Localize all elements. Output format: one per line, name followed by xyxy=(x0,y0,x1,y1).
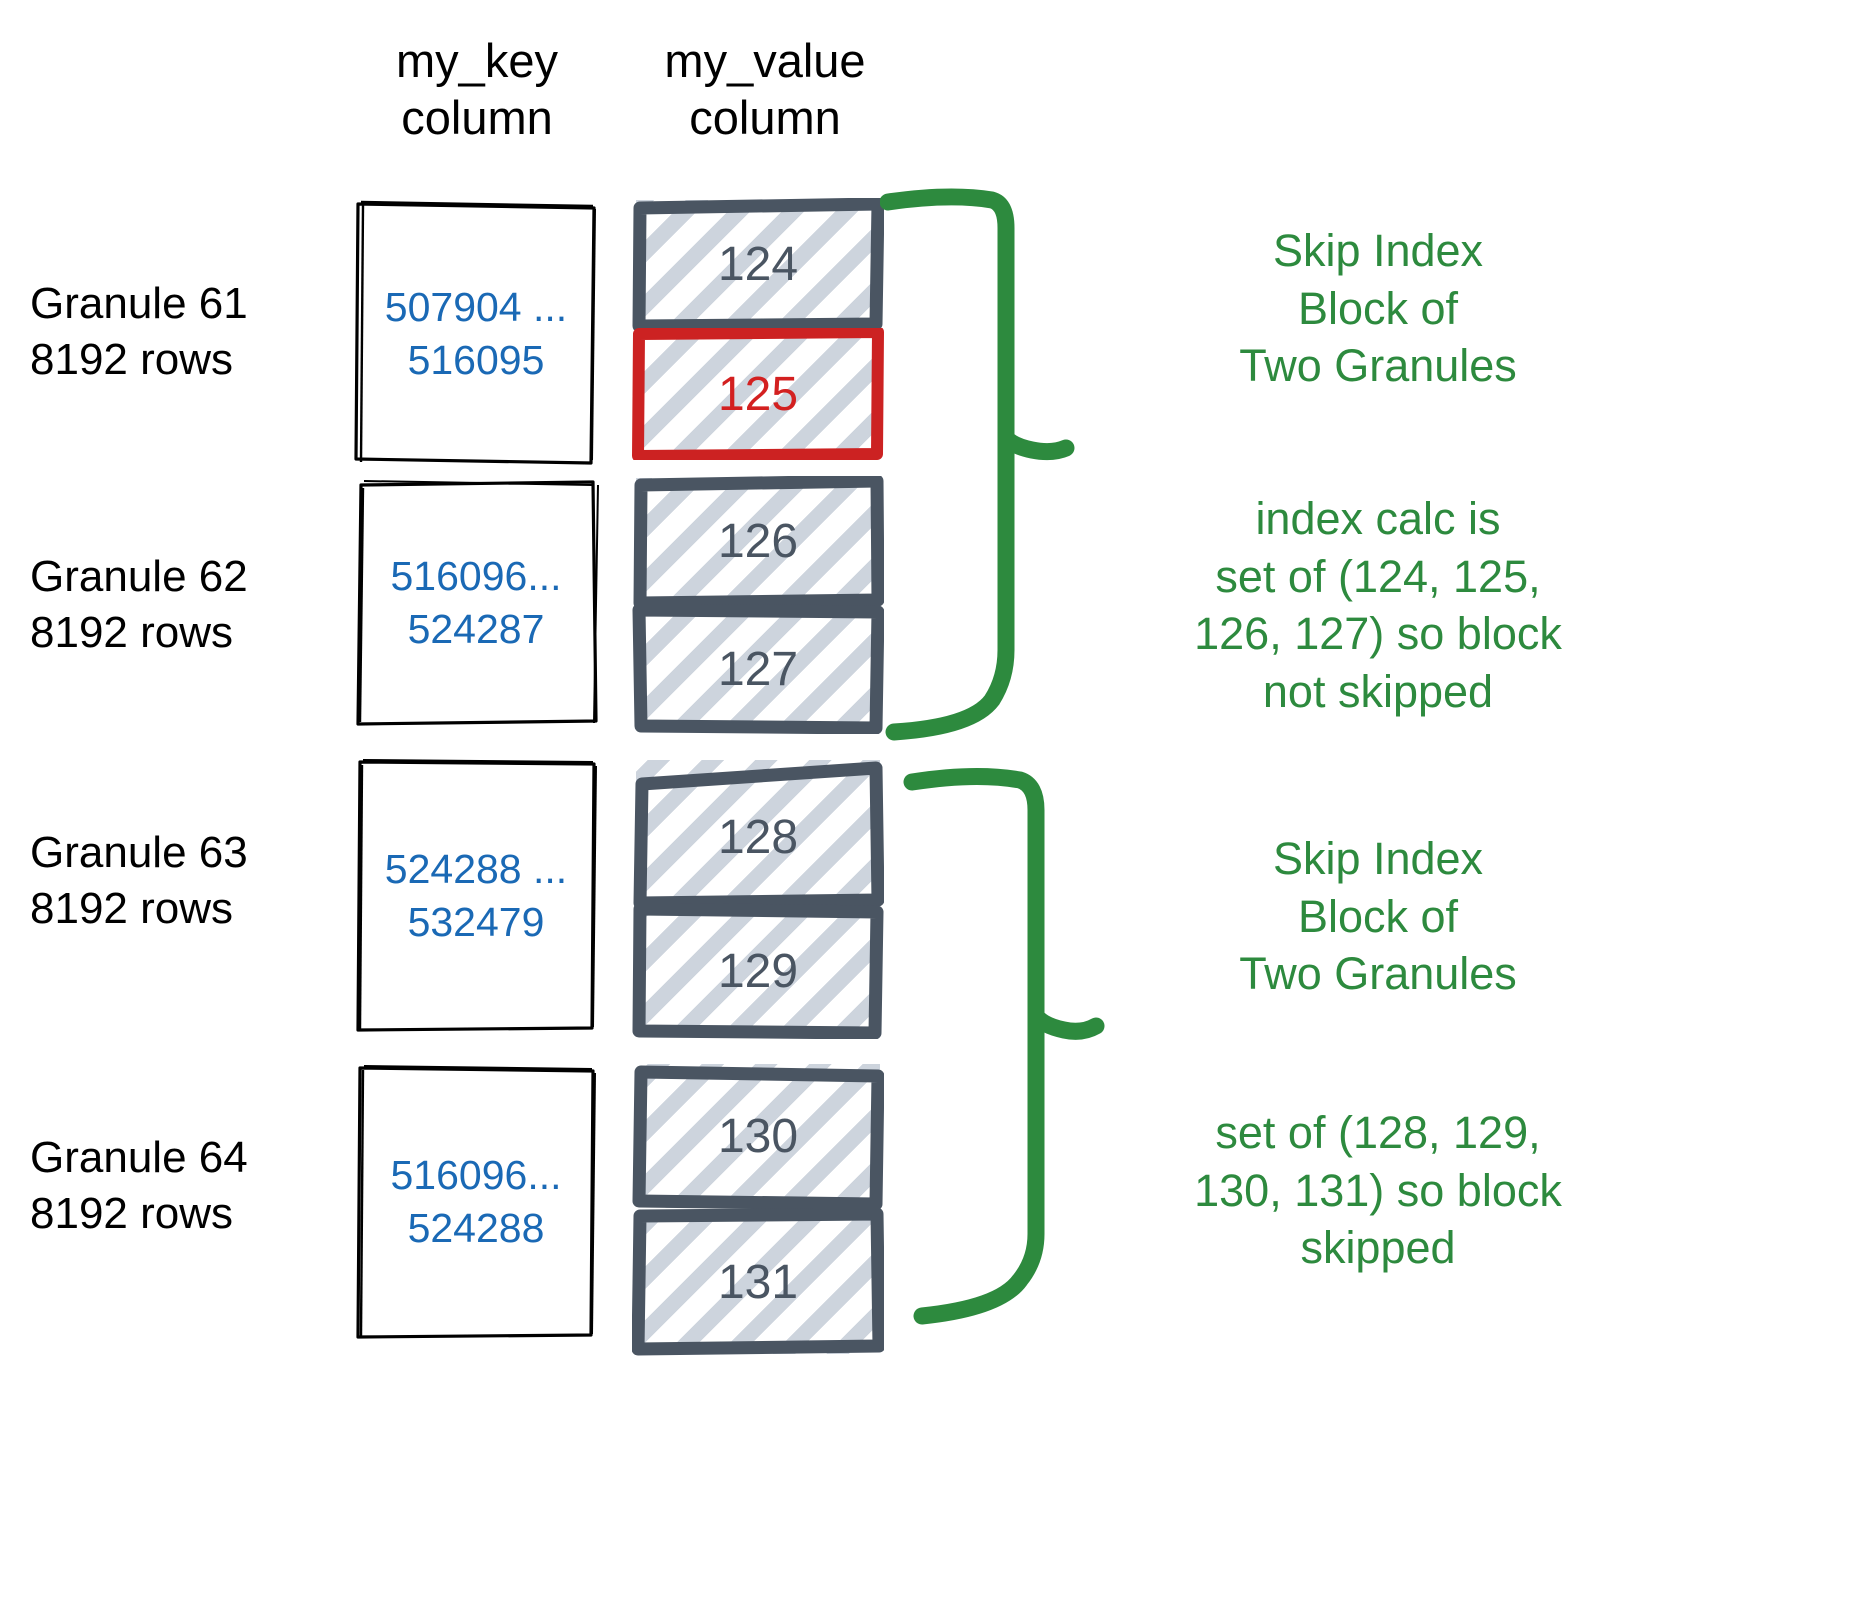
granule-label-62: Granule 62 8192 rows xyxy=(30,552,248,658)
value-cell-131: 131 xyxy=(632,1208,884,1356)
column-header-my-key: my_key column xyxy=(396,34,558,145)
key-cell-granule-64: 516096... 524288 xyxy=(352,1063,600,1341)
value-label: 130 xyxy=(717,1109,799,1163)
note-skip-index-block-1: Skip Index Block of Two Granules xyxy=(1239,225,1517,392)
value-cell-127: 127 xyxy=(632,604,884,734)
key-cell-granule-61: 507904 ... 516095 xyxy=(352,200,600,468)
column-header-my-value: my_value column xyxy=(664,34,866,145)
value-cell-128: 128 xyxy=(632,758,884,906)
note-index-calc-skipped: set of (128, 129, 130, 131) so block ski… xyxy=(1194,1107,1562,1274)
skip-index-bracket-1 xyxy=(880,188,1075,741)
value-cell-130: 130 xyxy=(632,1062,884,1210)
value-cell-126: 126 xyxy=(632,476,884,606)
value-label: 129 xyxy=(717,944,799,998)
key-cell-granule-63: 524288 ... 532479 xyxy=(352,757,600,1035)
note-skip-index-block-2: Skip Index Block of Two Granules xyxy=(1239,833,1517,1000)
key-cell-granule-62: 516096... 524287 xyxy=(352,479,600,727)
note-index-calc-not-skipped: index calc is set of (124, 125, 126, 127… xyxy=(1194,493,1562,717)
granule-label-63: Granule 63 8192 rows xyxy=(30,828,248,934)
granule-label-61: Granule 61 8192 rows xyxy=(30,279,248,385)
value-cell-124: 124 xyxy=(632,198,884,330)
value-cell-125: 125 xyxy=(632,328,884,460)
key-range-64: 516096... 524288 xyxy=(390,1151,562,1251)
value-label: 127 xyxy=(717,642,799,696)
granule-label-64: Granule 64 8192 rows xyxy=(30,1133,248,1239)
value-label: 131 xyxy=(717,1255,799,1309)
value-cell-129: 129 xyxy=(632,903,884,1039)
value-label: 124 xyxy=(717,237,799,291)
skip-index-bracket-2 xyxy=(903,767,1105,1325)
value-label: 125 xyxy=(717,367,799,421)
value-label: 128 xyxy=(717,810,799,864)
key-range-62: 516096... 524287 xyxy=(390,552,562,652)
key-range-63: 524288 ... 532479 xyxy=(384,845,568,945)
key-range-61: 507904 ... 516095 xyxy=(384,283,568,383)
value-label: 126 xyxy=(717,514,799,568)
